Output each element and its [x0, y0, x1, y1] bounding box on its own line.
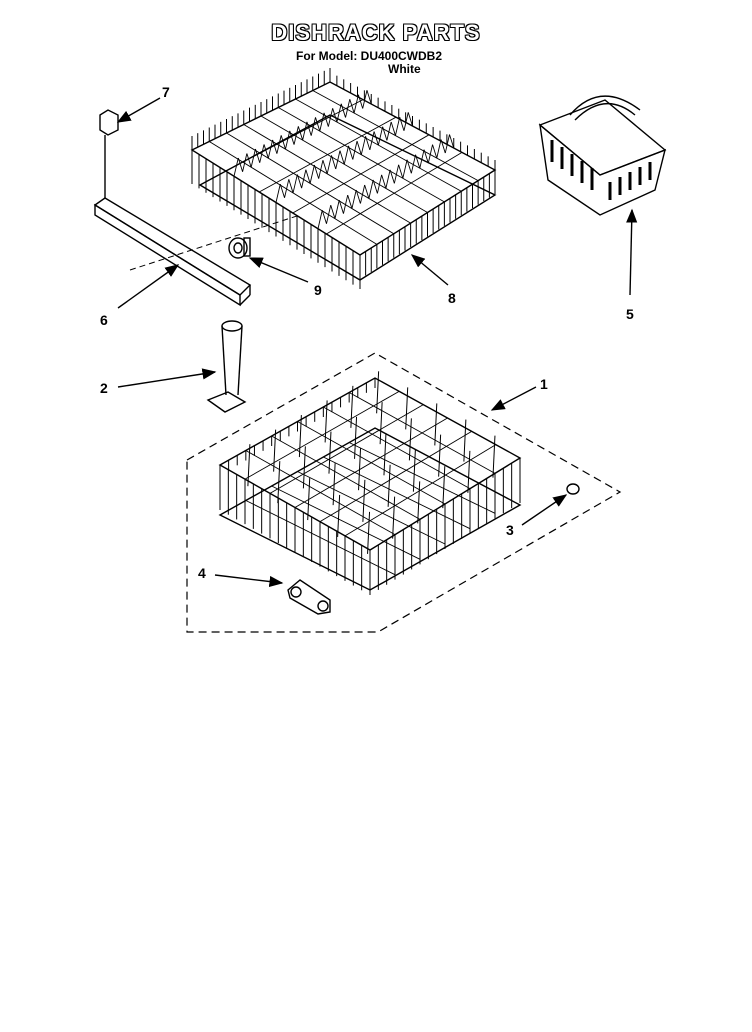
callout-3: 3: [506, 522, 514, 538]
leader-4: [214, 574, 284, 588]
leader-6: [117, 264, 180, 309]
page-title: DISHRACK PARTS: [271, 20, 481, 45]
lower-rack: [218, 371, 522, 595]
lower-wheel: [566, 483, 580, 495]
leader-2: [117, 368, 217, 388]
leader-7: [116, 97, 161, 123]
track-rail: [93, 197, 252, 307]
leader-9: [248, 257, 309, 283]
leader-5: [626, 208, 638, 296]
cutlery-basket: [538, 95, 667, 216]
callout-9: 9: [314, 282, 322, 298]
upper-rack: [190, 68, 497, 289]
leader-8: [410, 254, 449, 286]
callout-4: 4: [198, 565, 206, 581]
color-label: White: [388, 62, 421, 76]
callout-2: 2: [100, 380, 108, 396]
upper-roller: [228, 237, 251, 259]
callout-5: 5: [626, 306, 634, 322]
callout-8: 8: [448, 290, 456, 306]
leader-1: [490, 386, 537, 411]
callout-1: 1: [540, 376, 548, 392]
wheel-assembly: [287, 579, 331, 615]
rail-clip: [99, 109, 119, 198]
callout-7: 7: [162, 84, 170, 100]
leader-3: [521, 494, 568, 526]
lower-rack-outline: [186, 352, 622, 633]
center-post: [206, 320, 247, 413]
callout-6: 6: [100, 312, 108, 328]
model-label: For Model: DU400CWDB2: [296, 49, 443, 63]
